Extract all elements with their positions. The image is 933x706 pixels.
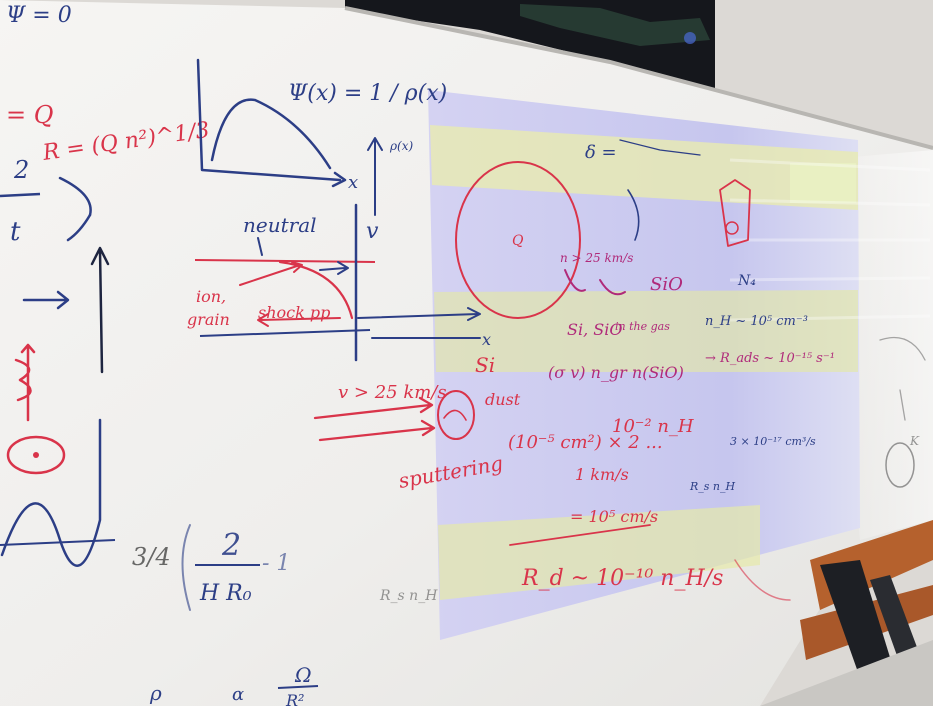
grain-label: grain: [187, 310, 230, 329]
rho-x: ρ(x): [389, 139, 414, 153]
axis-x-label-1: x: [348, 172, 358, 193]
rs-nh: R_s n_H: [689, 480, 736, 493]
r2: R²: [285, 691, 304, 706]
ion-label: ion,: [196, 287, 226, 306]
grain-circle: [455, 161, 581, 319]
shock-pp-label: shock pp: [258, 303, 330, 322]
n-gt-label: n > 25 km/s: [560, 251, 633, 265]
dust-label: dust: [485, 390, 521, 409]
alpha-bottom: α: [232, 684, 244, 705]
ka-label: K: [909, 434, 920, 448]
sio-label: SiO: [650, 274, 683, 295]
n4-label: N₄: [737, 273, 756, 289]
coeff: 3 × 10⁻¹⁷ cm³/s: [730, 435, 816, 448]
rho-bottom: ρ: [149, 681, 162, 705]
psi-zero-label: Ψ = 0: [6, 3, 72, 28]
r-ads: → R_ads ~ 10⁻¹⁵ s⁻¹: [705, 351, 835, 366]
dust-grain: [437, 390, 475, 440]
si-sio-label: Si, SiO: [567, 320, 622, 339]
frac-num: 2: [13, 156, 29, 184]
q-mark: Q: [512, 233, 524, 249]
axis-x-label-2: x: [482, 330, 491, 349]
abundance: 10⁻² n_H: [612, 416, 694, 437]
frac-34: 3/4: [132, 543, 171, 571]
in-the-gas: in the gas: [615, 320, 670, 333]
frac-den: t: [10, 217, 21, 247]
neutral-label: neutral: [243, 213, 317, 237]
psi-def: Ψ(x) = 1 / ρ(x): [288, 81, 447, 106]
delta-eq: δ =: [585, 142, 617, 163]
si-label: Si: [475, 353, 495, 377]
minus-one: - 1: [262, 551, 290, 576]
big-two: 2: [221, 528, 241, 563]
rate: R_d ~ 10⁻¹⁰ n_H/s: [521, 566, 723, 591]
omega: Ω: [294, 663, 312, 687]
rs-nh-left: R_s n_H: [379, 588, 438, 604]
hro: H R₀: [199, 581, 252, 606]
sputter-rate: (10⁻⁵ cm²) × 2 ...: [508, 432, 663, 453]
axis-v-label: v: [366, 219, 379, 244]
sigma-eq: (σ v) n_gr n(SiO): [548, 363, 684, 382]
v-shock: v > 25 km/s: [338, 382, 447, 403]
speed: = 10⁵ cm/s: [570, 507, 658, 526]
eq-q: = Q: [6, 101, 53, 129]
nh-value: n_H ~ 10⁵ cm⁻³: [705, 314, 808, 329]
one-km: 1 km/s: [575, 465, 629, 484]
